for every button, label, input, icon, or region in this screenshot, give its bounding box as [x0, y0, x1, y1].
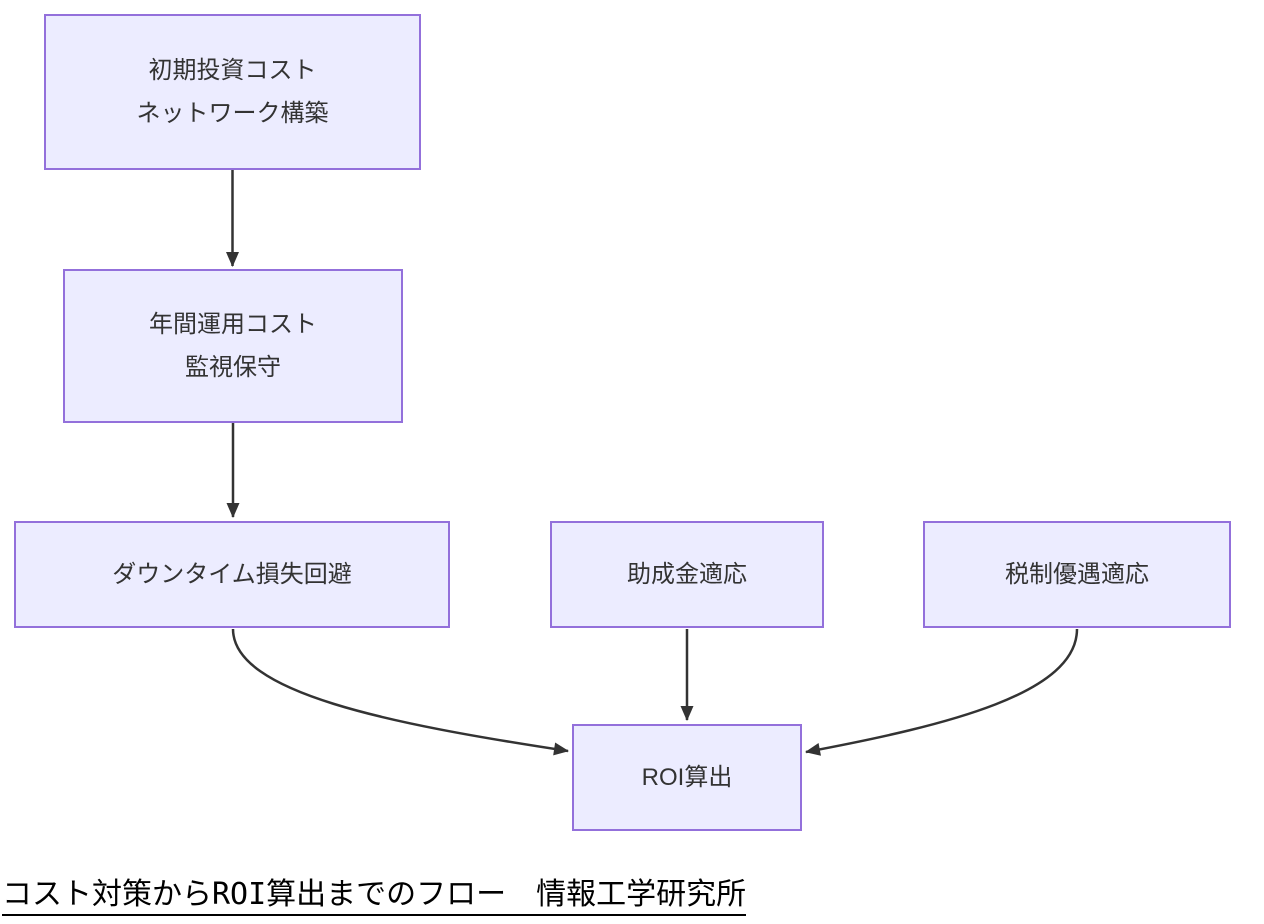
node-label: 年間運用コスト 監視保守 — [65, 303, 401, 389]
node-annual-operation: 年間運用コスト 監視保守 — [63, 269, 403, 423]
node-label-line: ダウンタイム損失回避 — [112, 561, 352, 588]
node-label-line: 監視保守 — [185, 354, 281, 381]
node-label-line: ネットワーク構築 — [136, 100, 329, 127]
node-roi-calculation: ROI算出 — [572, 724, 802, 831]
node-tax-incentive: 税制優遇適応 — [923, 521, 1231, 628]
node-label-line: 年間運用コスト — [149, 311, 317, 338]
node-subsidy: 助成金適応 — [550, 521, 824, 628]
node-label: 助成金適応 — [552, 553, 822, 596]
node-downtime-avoidance: ダウンタイム損失回避 — [14, 521, 450, 628]
node-label: ダウンタイム損失回避 — [16, 553, 448, 596]
node-label: 初期投資コスト ネットワーク構築 — [46, 49, 419, 135]
node-label-line: 初期投資コスト — [148, 57, 317, 84]
node-label: ROI算出 — [574, 756, 800, 799]
node-label-line: ROI算出 — [641, 764, 733, 791]
edge-downtime-to-roi — [231, 628, 569, 756]
node-label-line: 税制優遇適応 — [1005, 561, 1149, 588]
node-initial-investment: 初期投資コスト ネットワーク構築 — [44, 14, 421, 170]
edge-tax-to-roi — [805, 628, 1079, 756]
node-label-line: 助成金適応 — [627, 561, 747, 588]
node-label: 税制優遇適応 — [925, 553, 1229, 596]
diagram-caption: コスト対策からROI算出までのフロー 情報工学研究所 — [2, 869, 747, 916]
